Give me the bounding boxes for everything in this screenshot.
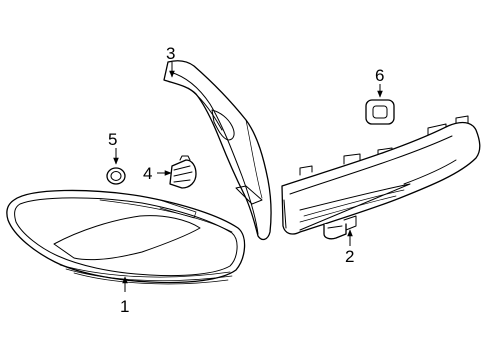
bulb-socket [169,155,197,189]
tail-lamp-assembly [6,189,246,285]
callout-leaders [113,62,383,292]
callout-5: 5 [108,130,117,149]
seal-grommet [365,99,395,125]
callout-3: 3 [166,44,175,63]
callout-1: 1 [120,297,129,316]
trunk-lamp-assembly [281,115,481,240]
trim-panel [163,60,272,241]
callout-4: 4 [143,164,152,183]
callout-2: 2 [345,247,354,266]
callout-6: 6 [375,66,384,85]
gasket-ring [106,167,126,185]
